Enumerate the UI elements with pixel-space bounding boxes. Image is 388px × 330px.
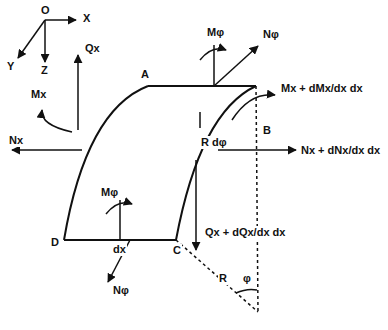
right-edge [176, 86, 256, 240]
angle-arc [236, 289, 257, 293]
radius-line [176, 240, 258, 312]
moment-label: Mx [30, 88, 47, 101]
normal-force-arrow [108, 240, 130, 282]
axis-label: Y [6, 60, 15, 73]
dimension-tick [199, 112, 201, 128]
force-label: Qx [84, 42, 101, 55]
shear-arrow [195, 160, 197, 250]
force-label: Nx [8, 134, 24, 147]
z-axis [44, 20, 46, 62]
corner-label: C [172, 244, 182, 257]
dimension-label: R [218, 272, 228, 285]
normal-force-arrow [218, 149, 296, 151]
reference-line [119, 200, 121, 240]
force-label: Qx + dQx/dx dx [204, 226, 286, 239]
moment-arrow [106, 203, 132, 214]
moment-label: Mx + dMx/dx dx [280, 82, 364, 95]
x-axis [45, 19, 76, 21]
dimension-label: R dφ [200, 136, 228, 149]
origin-label: O [40, 4, 51, 17]
moment-arrow [200, 49, 226, 60]
normal-force-arrow [12, 149, 82, 151]
axis-label: Z [40, 64, 49, 77]
moment-arrow [232, 95, 275, 120]
top-edge [148, 85, 256, 87]
moment-arrow [42, 110, 72, 132]
corner-label: B [262, 124, 272, 137]
shear-arrow [77, 55, 79, 130]
radius-line [256, 86, 258, 312]
force-label: Nφ [262, 28, 280, 41]
left-edge [64, 86, 148, 240]
angle-label: φ [242, 272, 252, 285]
moment-label: Mφ [100, 186, 119, 199]
dimension-label: dx [112, 243, 127, 256]
corner-label: A [140, 68, 150, 81]
normal-force-arrow [214, 46, 258, 86]
force-label: Nφ [112, 284, 130, 297]
reference-line [213, 45, 215, 86]
force-label: Nx + dNx/dx dx [300, 144, 381, 157]
y-axis [18, 20, 45, 58]
moment-label: Mφ [206, 26, 225, 39]
corner-label: D [50, 236, 60, 249]
axis-label: X [82, 12, 91, 25]
